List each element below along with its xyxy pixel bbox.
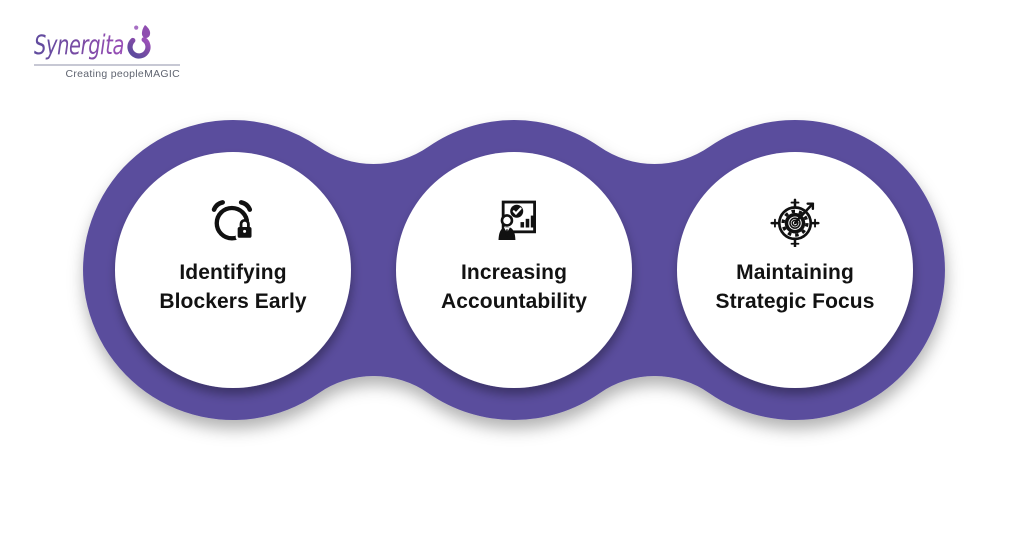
brand-logo-graphic: Synergita Creating peopleMAGIC: [34, 25, 180, 80]
step-circle-2: [396, 152, 632, 388]
step-title-line2: Accountability: [440, 289, 588, 313]
target-gear-arrow-icon: [770, 198, 820, 247]
step-title: Increasing Accountability: [441, 258, 587, 316]
step-item-increasing-accountability: Increasing Accountability: [396, 152, 632, 388]
step-title-line1: Identifying: [179, 260, 287, 284]
step-title: Identifying Blockers Early: [159, 258, 306, 316]
step-title-line2: Strategic Focus: [715, 289, 875, 313]
brand-logo: Synergita Creating peopleMAGIC: [33, 18, 203, 82]
brand-flame-icon: [127, 25, 151, 59]
alarm-lock-icon: [211, 199, 255, 240]
step-title-line1: Maintaining: [736, 260, 854, 284]
step-circle-3: [677, 152, 913, 388]
brand-tagline: Creating peopleMAGIC: [65, 68, 180, 80]
brand-name: Synergita: [34, 30, 124, 61]
presentation-chart-icon: [498, 200, 536, 240]
step-title: Maintaining Strategic Focus: [715, 258, 874, 316]
step-title-line1: Increasing: [460, 260, 568, 284]
step-item-identifying-blockers: Identifying Blockers Early: [115, 152, 351, 388]
step-title-line2: Blockers Early: [159, 289, 307, 313]
step-item-maintaining-strategic-focus: Maintaining Strategic Focus: [677, 152, 913, 388]
step-circle-1: [115, 152, 351, 388]
